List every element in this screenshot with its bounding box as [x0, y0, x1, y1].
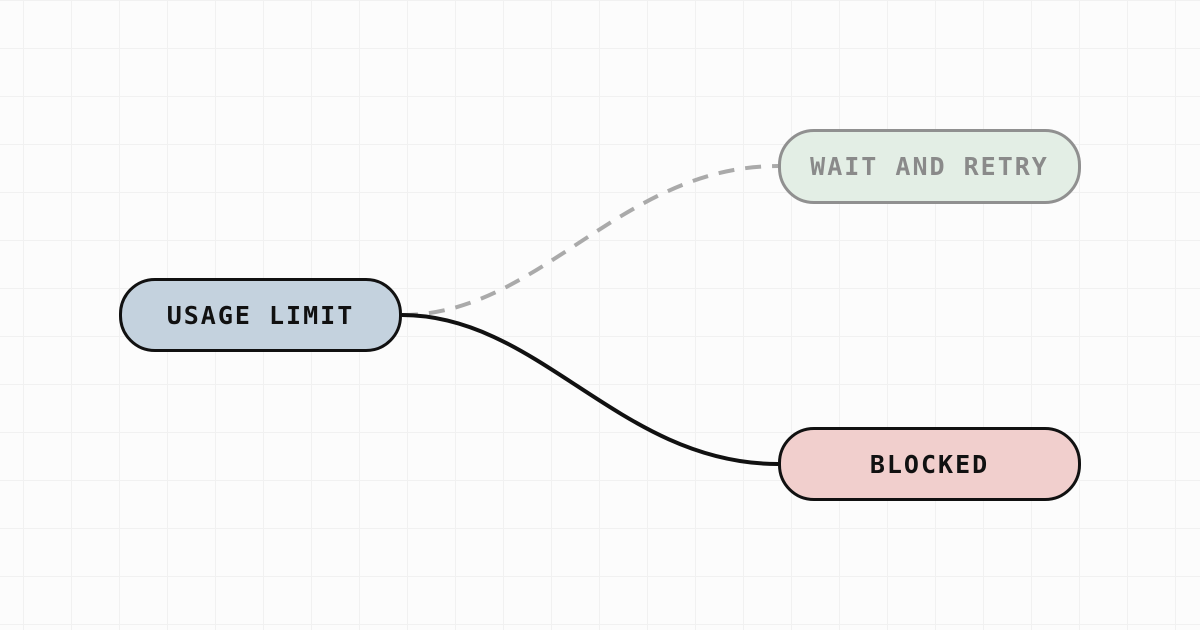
node-blocked-label: BLOCKED — [869, 449, 990, 479]
node-blocked: BLOCKED — [778, 427, 1081, 501]
edge-usage-limit-to-blocked — [401, 313, 779, 466]
edge-usage-limit-to-wait-and-retry — [401, 164, 779, 317]
node-wait-and-retry-label: WAIT AND RETRY — [810, 152, 1049, 181]
node-usage-limit-label: USAGE LIMIT — [166, 300, 355, 330]
node-usage-limit: USAGE LIMIT — [119, 278, 402, 352]
node-wait-and-retry: WAIT AND RETRY — [778, 129, 1081, 204]
